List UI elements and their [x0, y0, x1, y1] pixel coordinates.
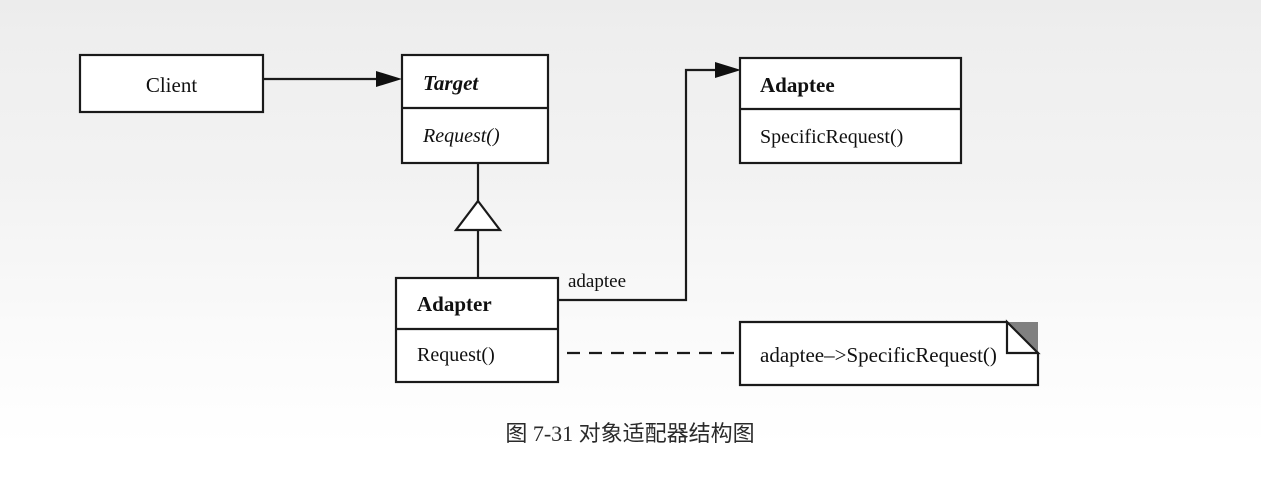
client-target-arrowhead-icon — [376, 71, 402, 87]
adapter-operation-request: Request() — [417, 344, 495, 366]
class-box-client[interactable]: Client — [78, 53, 265, 114]
note-box-outline — [738, 320, 1040, 387]
note-body-text: adaptee–>SpecificRequest() — [760, 343, 997, 367]
class-box-target[interactable]: Target Request() — [400, 53, 550, 165]
class-box-adaptee[interactable]: Adaptee SpecificRequest() — [738, 56, 963, 165]
figure-caption: 图 7-31 对象适配器结构图 — [505, 421, 754, 446]
client-box-outline — [78, 53, 265, 114]
target-class-name: Target — [423, 71, 479, 95]
association-role-label: adaptee — [568, 271, 626, 292]
class-box-adapter[interactable]: Adapter Request() — [394, 276, 560, 384]
adaptee-box-outline — [738, 56, 963, 165]
adapter-adaptee-arrowhead-icon — [715, 62, 741, 78]
adaptee-class-name: Adaptee — [760, 73, 835, 97]
hollow-triangle-icon — [453, 199, 503, 232]
adapter-class-name: Adapter — [417, 292, 492, 316]
edge-adapter-to-target — [453, 163, 503, 278]
client-class-name: Client — [146, 73, 197, 97]
edge-adapter-to-adaptee: adaptee — [558, 62, 741, 302]
note-dogear-fold-icon — [1005, 319, 1041, 355]
note-box[interactable]: adaptee–>SpecificRequest() — [738, 319, 1041, 387]
edge-client-to-target — [263, 71, 402, 87]
adapter-adaptee-polyline — [558, 68, 727, 302]
adaptee-operation-specificrequest: SpecificRequest() — [760, 126, 903, 148]
target-operation-request: Request() — [422, 125, 500, 147]
